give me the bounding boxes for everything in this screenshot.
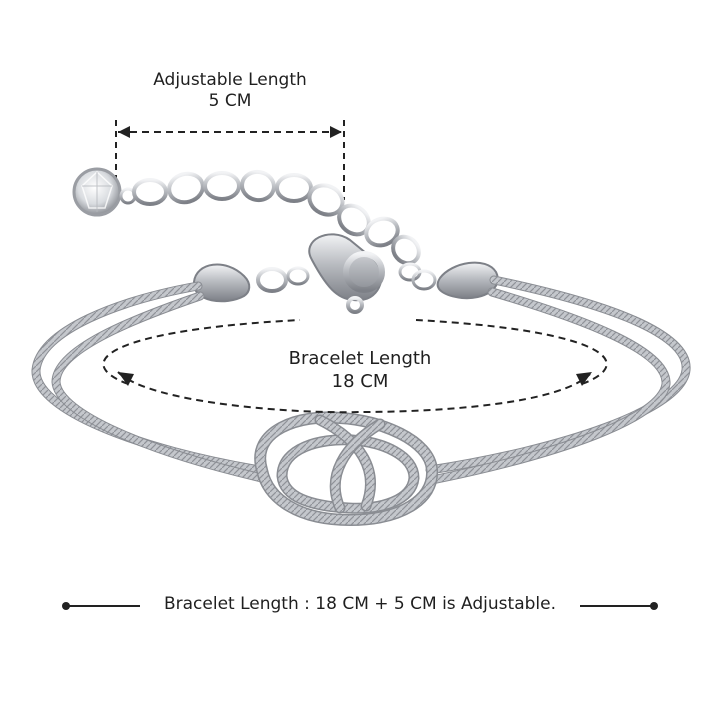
bracelet-length-title: Bracelet Length [288,348,432,369]
bracelet-length-label: Bracelet Length 18 CM [240,348,480,393]
crystal-charm [72,167,137,217]
adjustable-length-label: Adjustable Length 5 CM [110,70,350,113]
caption-rules [62,602,658,610]
adjustable-length-title: Adjustable Length [153,70,307,90]
lobster-clasp [256,233,437,314]
bracelet-length-value: 18 CM [331,370,389,392]
extension-chain [132,169,421,266]
snake-chain [31,275,691,485]
bracelet-length-dimension [102,319,608,414]
adjustable-length-value: 5 CM [208,91,252,112]
love-knot [254,411,439,527]
length-caption: Bracelet Length : 18 CM + 5 CM is Adjust… [163,594,556,614]
